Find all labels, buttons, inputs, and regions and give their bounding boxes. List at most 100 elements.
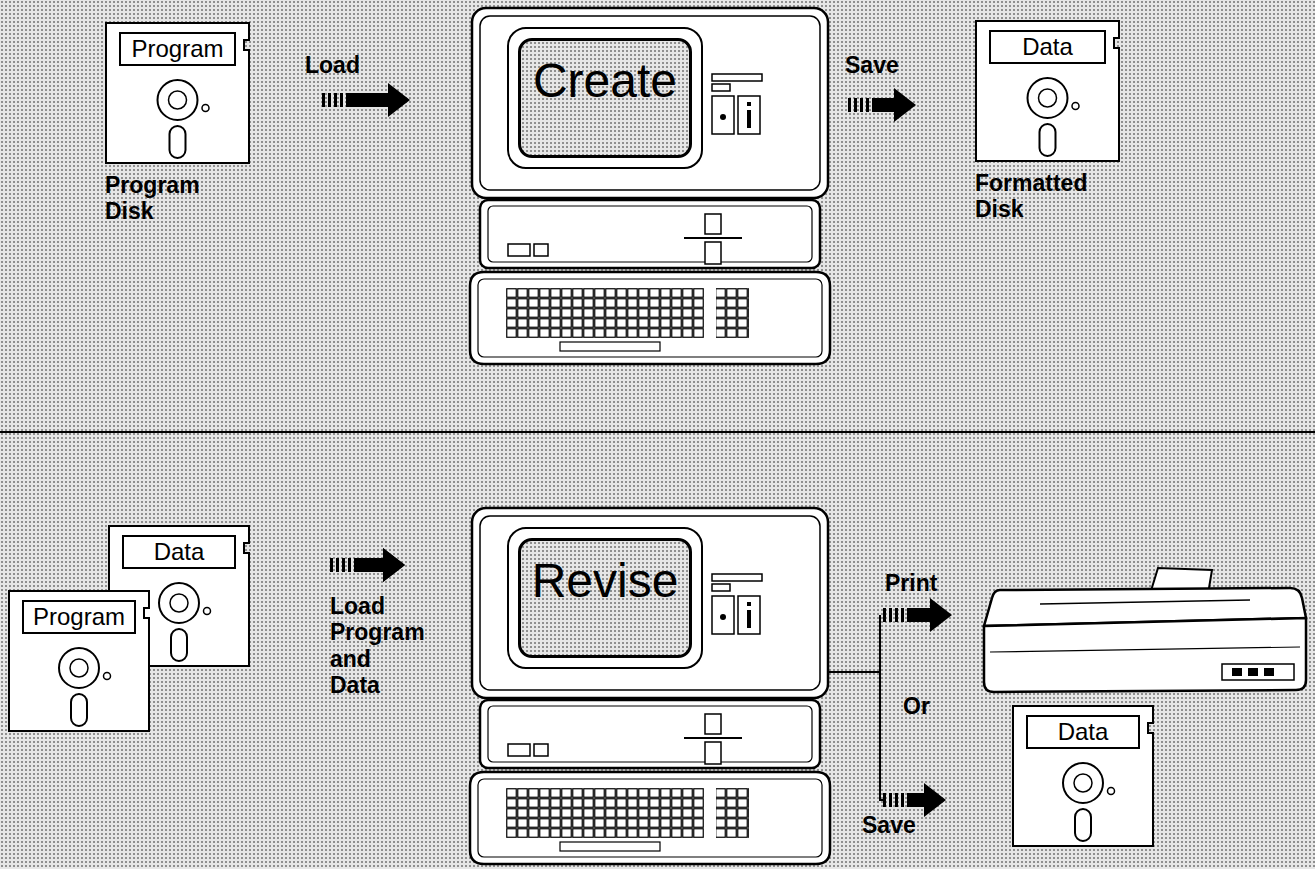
head-slot (170, 126, 186, 158)
computer-screen: Create (518, 38, 692, 158)
numeric-keys (716, 288, 749, 338)
printer-button (1264, 668, 1274, 676)
keyboard (470, 272, 830, 364)
printer-platen (1040, 600, 1250, 604)
disk-hub-hole (169, 91, 187, 109)
disk-hub-hole (70, 659, 88, 677)
disk-jacket-outline (976, 21, 1119, 161)
arrow-shaft (330, 558, 383, 572)
disk-jacket-outline (9, 591, 149, 731)
arrow-head (383, 548, 405, 582)
floppy-disk: Program (8, 590, 150, 732)
disk-hub-hole (1074, 774, 1092, 792)
disk-label-text: Program (33, 605, 125, 629)
print-arrow-head (930, 598, 952, 632)
flow-arrow (692, 645, 1012, 817)
screen-surround (508, 28, 702, 168)
arrow-label: Save (862, 812, 916, 838)
indicator (712, 84, 730, 91)
monitor-case (472, 8, 828, 198)
disk-label: Data (989, 30, 1106, 64)
arrow-label: Load (305, 52, 360, 78)
drive-lever (705, 242, 721, 264)
printer-seam (990, 647, 1300, 652)
indicator (712, 74, 762, 81)
disk-hub (1028, 78, 1068, 118)
computer-screen: Revise (518, 538, 692, 658)
printer-front (984, 618, 1306, 692)
arrow-head (894, 88, 916, 122)
arrow-label: Save (845, 52, 899, 78)
keyboard-inset (478, 279, 822, 357)
disk-label: Data (1026, 715, 1140, 749)
disk-label: Program (119, 32, 236, 66)
printer-button (1232, 668, 1242, 676)
connector-route (692, 104, 975, 106)
head-slot (1075, 809, 1091, 841)
disk-jacket-outline (106, 23, 249, 163)
arrow-head (383, 548, 405, 582)
drive-slot (508, 244, 530, 256)
floppy-disk: DataFormatted Disk (975, 20, 1120, 162)
system-unit (480, 200, 820, 268)
printer-button (1248, 668, 1258, 676)
disk-label-text: Data (1022, 35, 1073, 59)
connector-route (692, 645, 1012, 800)
arrow-head (388, 83, 410, 117)
disk-label-text: Data (1058, 720, 1109, 744)
disk-caption: Formatted Disk (975, 170, 1087, 223)
drive-slot (534, 244, 548, 256)
disk-caption-text: Program Disk (105, 172, 200, 225)
keys (506, 288, 704, 338)
arrow-shaft (883, 793, 924, 807)
info-button (738, 96, 760, 134)
arrow-head (924, 783, 946, 817)
flow-arrow (250, 548, 518, 582)
step-label: Print (885, 570, 937, 596)
index-hole (104, 673, 111, 680)
computer (470, 8, 830, 364)
disk-label-text: Program (131, 37, 223, 61)
info-symbol (747, 110, 751, 128)
divider-line (0, 431, 1315, 433)
connector-route (250, 99, 518, 101)
screen-text: Revise (532, 555, 679, 608)
print-arrow (883, 608, 930, 622)
index-hole (204, 608, 211, 615)
disk-hub (159, 583, 199, 623)
disk-caption: Program Disk (105, 172, 200, 225)
arrow-label: Load Program and Data (330, 593, 425, 699)
monitor-bezel (480, 16, 820, 190)
disk-label-text: Data (154, 540, 205, 564)
arrow-shaft (848, 98, 894, 112)
arrow-shaft (322, 93, 388, 107)
system-unit-inset (488, 206, 812, 262)
drive-lever (684, 237, 742, 239)
floppy-disk: Data (1012, 705, 1154, 847)
disk-caption-text: Formatted Disk (975, 170, 1087, 223)
arrow-shaft (330, 558, 383, 572)
computer (470, 508, 830, 864)
step-label: Or (903, 693, 930, 719)
disk-label: Program (22, 600, 136, 634)
printer (984, 568, 1306, 692)
disk-hub (59, 648, 99, 688)
space-bar (560, 342, 660, 351)
disk-label: Data (122, 535, 236, 569)
head-slot (1040, 124, 1056, 156)
head-slot (71, 694, 87, 726)
drive-lever (705, 214, 721, 234)
info-symbol (747, 102, 751, 106)
screen-text: Create (533, 55, 677, 108)
disk-jacket-outline (1013, 706, 1153, 846)
power-button (712, 96, 734, 134)
floppy-disk: ProgramProgram Disk (105, 22, 250, 164)
flow-arrow (250, 83, 518, 117)
power-dot (720, 114, 726, 120)
index-hole (1072, 103, 1079, 110)
disk-hub (158, 80, 198, 120)
head-slot (171, 629, 187, 661)
index-hole (1108, 788, 1115, 795)
